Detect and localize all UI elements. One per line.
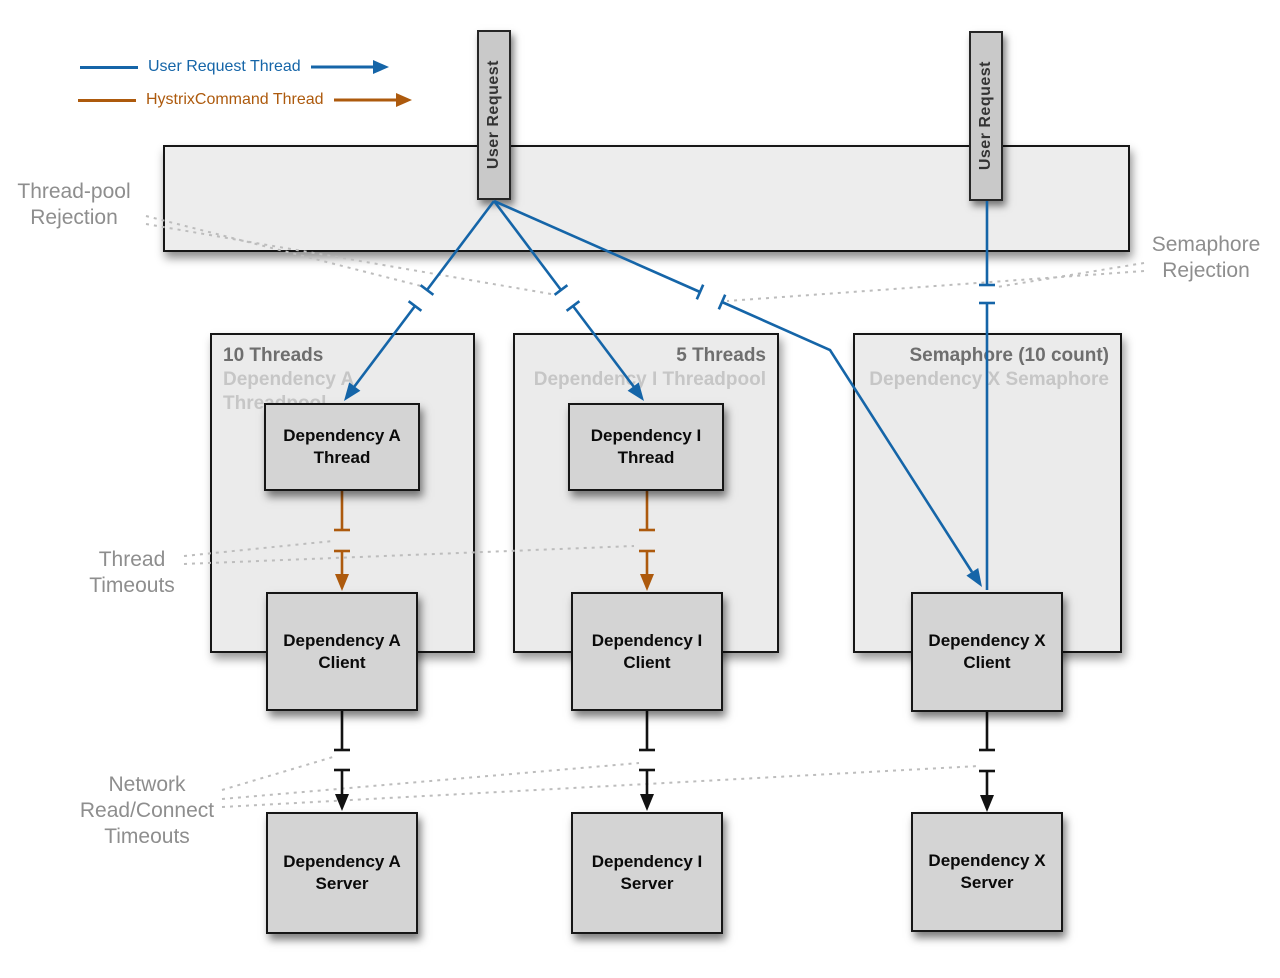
panel-subtitle: Dependency I Threadpool xyxy=(533,369,766,390)
dependency-a-thread-box: Dependency A Thread xyxy=(264,403,420,491)
arrowhead-icon xyxy=(980,795,994,812)
rejection-tick-icon xyxy=(553,284,569,296)
node-label-line1: Dependency I xyxy=(590,426,702,445)
hystrix-command-thread-line-sample xyxy=(78,98,136,102)
user-request-box-left: User Request xyxy=(477,30,511,200)
user-request-label: User Request xyxy=(977,61,994,171)
panel-title: 10 Threads xyxy=(223,345,324,366)
node-label-line1: Dependency A xyxy=(283,426,401,445)
rejection-tick-icon xyxy=(717,294,727,310)
dependency-i-thread-box: Dependency I Thread xyxy=(568,403,724,491)
legend-item-user-request-thread: User Request Thread xyxy=(80,58,391,76)
arrow-right-icon xyxy=(333,93,412,107)
arrowhead-icon xyxy=(640,794,654,811)
user-request-box-right: User Request xyxy=(969,31,1003,201)
node-label-line2: Client xyxy=(963,653,1011,672)
dependency-i-client-box: Dependency I Client xyxy=(571,592,723,711)
node-label-line2: Thread xyxy=(617,448,675,467)
rejection-tick-icon xyxy=(695,284,705,300)
rejection-tick-icon xyxy=(419,284,435,296)
panel-title: 5 Threads xyxy=(676,345,766,366)
network-timeouts-label: Network Read/Connect Timeouts xyxy=(79,773,215,848)
network-timeout-leader-i xyxy=(221,762,640,800)
dependency-a-server-box: Dependency A Server xyxy=(266,812,418,934)
node-label-line1: Dependency I xyxy=(591,852,703,871)
thread-timeouts-label: Thread Timeouts xyxy=(89,548,175,597)
node-label-line2: Client xyxy=(623,652,671,672)
network-timeout-leader-a xyxy=(221,756,334,791)
network-timeout-leader-x xyxy=(221,765,980,808)
semaphore-rejection-leader-diagonal xyxy=(726,270,1145,302)
arrow-right-icon xyxy=(310,60,389,74)
network-connection-arrows xyxy=(334,711,995,812)
node-label-line2: Server xyxy=(620,874,674,893)
legend-label-user-request-thread: User Request Thread xyxy=(148,58,301,75)
panel-title: Semaphore (10 count) xyxy=(909,345,1109,366)
dependency-a-client-box: Dependency A Client xyxy=(266,592,418,711)
node-label-line2: Server xyxy=(315,874,369,893)
node-label-line2: Client xyxy=(318,652,366,672)
user-request-thread-line-sample xyxy=(80,65,138,69)
panel-subtitle: Dependency X Semaphore xyxy=(869,369,1109,390)
dependency-i-server-box: Dependency I Server xyxy=(571,812,723,934)
node-label-line1: Dependency A xyxy=(283,630,401,650)
semaphore-rejection-label: Semaphore Rejection xyxy=(1151,233,1261,282)
semaphore-rejection-leader-vertical xyxy=(996,262,1145,288)
rejection-tick-icon xyxy=(407,300,423,312)
legend-item-hystrix-command-thread: HystrixCommand Thread xyxy=(78,91,414,109)
node-label-line2: Thread xyxy=(313,448,371,467)
node-label-line1: Dependency X xyxy=(928,631,1046,650)
node-label-line1: Dependency A xyxy=(283,852,401,871)
thread-pool-rejection-label: Thread-pool Rejection xyxy=(17,180,131,229)
arrowhead-icon xyxy=(335,794,349,811)
legend-label-hystrix-command-thread: HystrixCommand Thread xyxy=(146,91,324,108)
dependency-x-server-box: Dependency X Server xyxy=(911,812,1063,932)
node-label-line1: Dependency X xyxy=(928,851,1046,870)
rejection-tick-icon xyxy=(565,300,581,312)
node-label-line2: Server xyxy=(960,873,1014,892)
user-request-label: User Request xyxy=(485,60,502,170)
node-label-line1: Dependency I xyxy=(591,630,703,650)
dependency-x-client-box: Dependency X Client xyxy=(911,592,1063,712)
